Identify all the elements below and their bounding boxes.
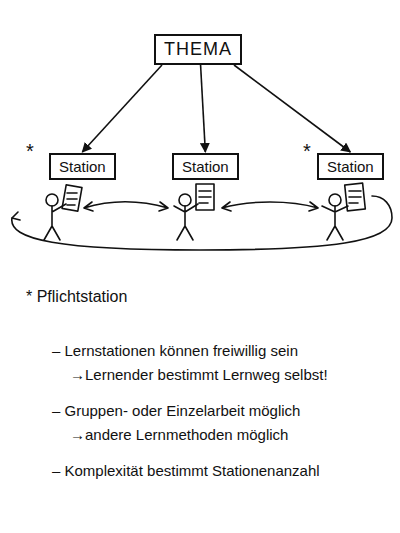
loop-curve [12, 196, 392, 250]
node-text: Station [327, 158, 374, 175]
asterisk-mark: * [303, 140, 311, 163]
loop-arrowhead [12, 212, 20, 220]
station-box: Station [172, 153, 239, 180]
arrow-connector [201, 65, 206, 152]
node-text: Station [59, 158, 106, 175]
stick-figure [174, 184, 214, 240]
topic-box: THEMA [154, 34, 242, 65]
arrow-connector [234, 65, 350, 152]
node-text: THEMA [164, 39, 232, 60]
station-box: Station [317, 153, 384, 180]
note-text: →andere Lernmethoden möglich [70, 426, 288, 443]
note-text: – Komplexität bestimmt Stationenanzahl [52, 462, 320, 479]
note-text: – Lernstationen können freiwillig sein [52, 342, 298, 359]
double-arrow [222, 202, 318, 211]
stick-figure [44, 185, 82, 240]
station-box: Station [49, 153, 116, 180]
note-text: – Gruppen- oder Einzelarbeit möglich [52, 402, 300, 419]
asterisk-mark: * [26, 140, 34, 163]
note-text: →Lernender bestimmt Lernweg selbst! [70, 366, 328, 383]
stick-figure [322, 183, 365, 240]
arrow-connector [82, 65, 162, 152]
node-text: Station [182, 158, 229, 175]
note-text: * Pflichtstation [26, 288, 127, 306]
double-arrow [84, 202, 168, 211]
